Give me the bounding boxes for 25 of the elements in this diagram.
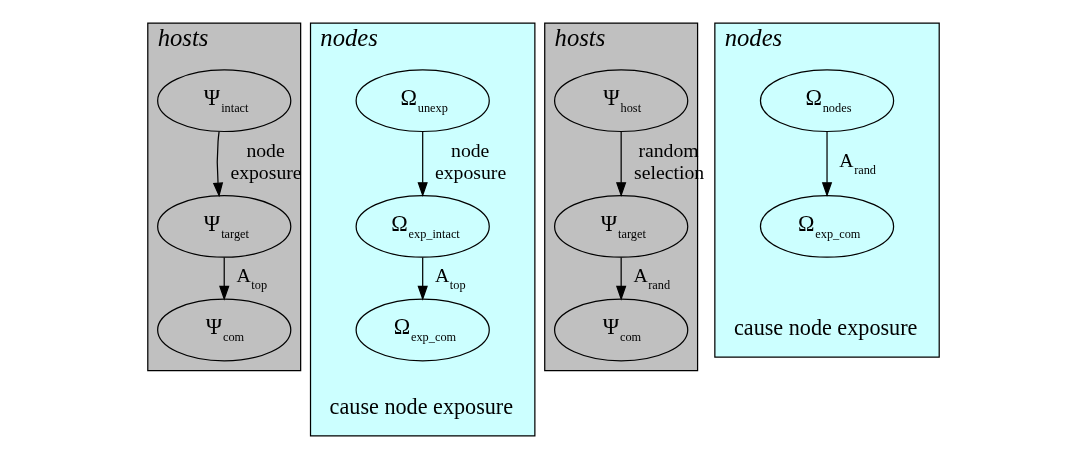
node-ellipse: Ω$_{exp_com}$ xyxy=(355,298,490,362)
node-ellipse: Ω$_{exp_intact}$ xyxy=(355,195,490,258)
edge-label: A$_{rand}$ xyxy=(633,263,671,292)
node-label: cause node exposure xyxy=(329,394,514,420)
node-ellipse: Ψ$_{com}$ xyxy=(157,298,292,362)
arrow xyxy=(616,131,627,198)
node-ellipse: Ω$_{exp_com}$ xyxy=(759,195,895,258)
node-ellipse: Ψ$_{target}$ xyxy=(157,195,292,258)
node-ellipse: Ψ$_{host}$ xyxy=(553,69,689,133)
arrow xyxy=(417,256,428,301)
arrow xyxy=(219,256,230,301)
node-ellipse: Ψ$_{target}$ xyxy=(553,195,689,258)
edge-label: node exposure xyxy=(435,139,507,184)
arrow xyxy=(821,131,833,198)
node-label: cause node exposure xyxy=(733,315,918,341)
node-ellipse: Ω$_{nodes}$ xyxy=(759,69,895,133)
arrow xyxy=(212,130,224,198)
node-ellipse: Ψ$_{intact}$ xyxy=(157,69,292,133)
edge-label: A$_{rand}$ xyxy=(839,149,877,177)
node-ellipse: Ω$_{unexp}$ xyxy=(355,69,490,133)
arrow xyxy=(417,131,428,198)
edge-label: A$_{top}$ xyxy=(435,263,466,292)
node-ellipse: Ψ$_{com}$ xyxy=(553,298,689,362)
edge-label: A$_{top}$ xyxy=(236,263,268,292)
arrow xyxy=(616,256,627,301)
